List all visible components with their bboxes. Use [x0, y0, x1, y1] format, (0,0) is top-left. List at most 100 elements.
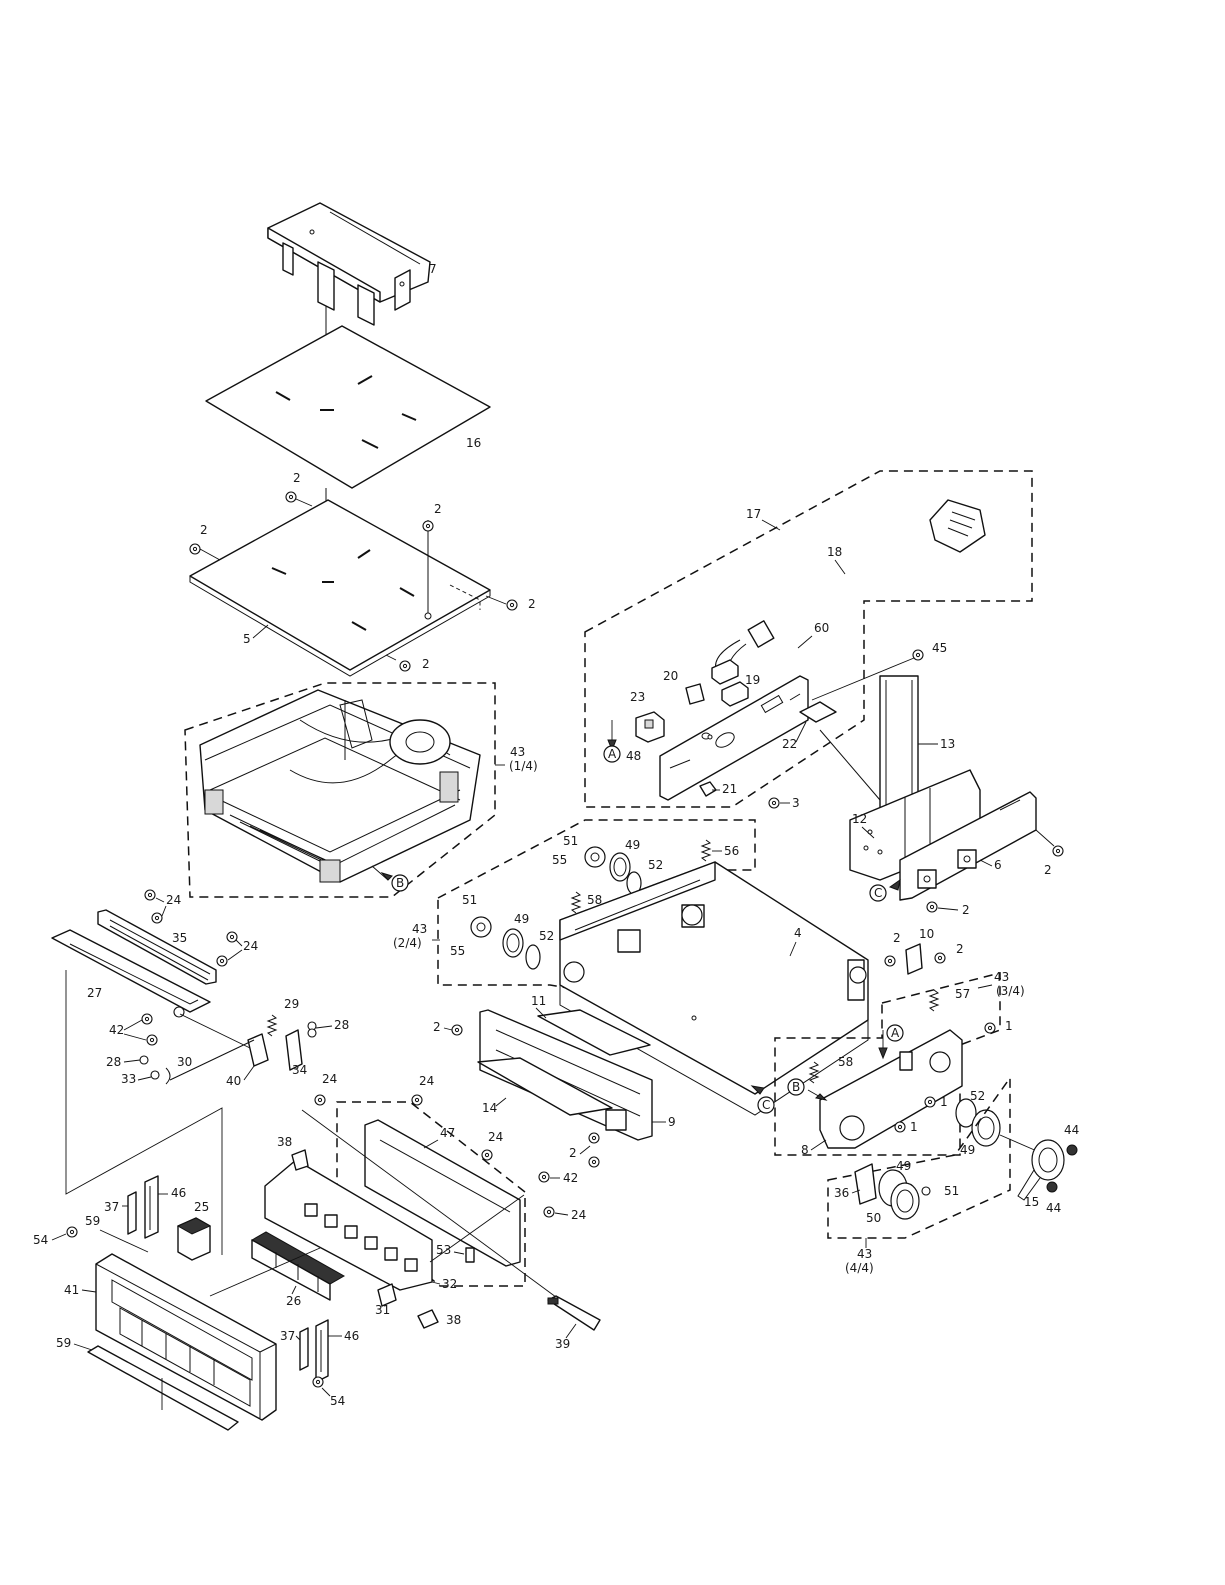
- callout-24: 24: [419, 1074, 434, 1088]
- callout-49: 49: [625, 838, 640, 852]
- callout-43-sub: (1/4): [509, 759, 538, 773]
- callout-48: 48: [626, 749, 641, 763]
- screw-2-plate-bottom: [399, 660, 411, 672]
- callout-33: 33: [121, 1072, 136, 1086]
- callout-52: 52: [648, 858, 663, 872]
- callout-16: 16: [466, 436, 481, 450]
- group-43-4-4-boundary: [827, 1075, 1011, 1239]
- spring-58-lower: [808, 1061, 820, 1084]
- side-piece-part-37-lower: [299, 1327, 309, 1371]
- callout-41: 41: [64, 1283, 79, 1297]
- callout-47: 47: [440, 1126, 455, 1140]
- clip-part-21: [699, 781, 717, 797]
- callout-49: 49: [514, 912, 529, 926]
- callout-A: A: [608, 747, 617, 761]
- callout-54: 54: [330, 1394, 345, 1408]
- callout-45: 45: [932, 641, 947, 655]
- callout-36: 36: [834, 1186, 849, 1200]
- callout-24: 24: [571, 1208, 586, 1222]
- callout-38: 38: [277, 1135, 292, 1149]
- screw-2-chassis-right: [884, 955, 896, 967]
- spring-part-30: [165, 1067, 171, 1085]
- callout-2: 2: [893, 931, 901, 945]
- guide-plate-part-27: [51, 929, 211, 1013]
- screw-24-bracket-b: [151, 912, 163, 924]
- callout-43: 43: [857, 1247, 872, 1261]
- callout-1: 1: [940, 1095, 948, 1109]
- side-piece-part-37-upper: [127, 1191, 137, 1235]
- screw-1-lower: [924, 1096, 936, 1108]
- callout-5: 5: [243, 632, 251, 646]
- callout-44: 44: [1046, 1201, 1061, 1215]
- callout-2: 2: [956, 942, 964, 956]
- callout-56: 56: [724, 844, 739, 858]
- screw-42-board: [538, 1171, 550, 1183]
- gear-set-43-4-4: [854, 1163, 931, 1220]
- callout-2: 2: [293, 471, 301, 485]
- callout-25: 25: [194, 1200, 209, 1214]
- label-part-38-upper: [291, 1149, 309, 1171]
- screw-42-left-a: [141, 1013, 153, 1025]
- connector-part-19: [711, 659, 749, 707]
- callout-50: 50: [866, 1211, 881, 1225]
- callout-53: 53: [436, 1243, 451, 1257]
- callout-A: A: [891, 1026, 900, 1040]
- callout-18: 18: [827, 545, 842, 559]
- wire-harness-part-18: [715, 499, 986, 679]
- callout-51: 51: [462, 893, 477, 907]
- callout-2: 2: [569, 1146, 577, 1160]
- callout-19: 19: [745, 673, 760, 687]
- panel-part-11: [537, 1009, 651, 1056]
- callout-2: 2: [1044, 863, 1052, 877]
- callout-31: 31: [375, 1303, 390, 1317]
- label-sheet-part-59: [87, 1345, 239, 1431]
- spring-58-upper: [570, 891, 582, 914]
- screw-45: [912, 649, 924, 661]
- screw-3: [768, 797, 780, 809]
- callout-30: 30: [177, 1055, 192, 1069]
- screw-2-plate-center: [422, 520, 434, 532]
- callout-17: 17: [746, 507, 761, 521]
- callout-43: 43: [412, 922, 427, 936]
- callout-54: 54: [33, 1233, 48, 1247]
- callout-3: 3: [792, 796, 800, 810]
- callout-2: 2: [433, 1020, 441, 1034]
- callout-44: 44: [1064, 1123, 1079, 1137]
- screw-54-right: [312, 1376, 324, 1388]
- callout-2: 2: [200, 523, 208, 537]
- callout-51: 51: [563, 834, 578, 848]
- callout-55: 55: [552, 853, 567, 867]
- screw-2-plate-top: [285, 491, 297, 503]
- callout-6: 6: [994, 858, 1002, 872]
- callout-32: 32: [442, 1277, 457, 1291]
- main-chassis-part-4: [559, 861, 869, 1116]
- callout-49: 49: [896, 1159, 911, 1173]
- callout-9: 9: [668, 1115, 676, 1129]
- callout-10: 10: [919, 927, 934, 941]
- screw-24-upper-b: [411, 1094, 423, 1106]
- screw-54-left: [66, 1226, 78, 1238]
- callout-2: 2: [962, 903, 970, 917]
- front-panel-part-41: [95, 1253, 277, 1421]
- callout-8: 8: [801, 1143, 809, 1157]
- callout-15: 15: [1024, 1195, 1039, 1209]
- callout-39: 39: [555, 1337, 570, 1351]
- callout-24: 24: [166, 893, 181, 907]
- callout-59: 59: [56, 1336, 71, 1350]
- gear-set-43-2-4: [470, 839, 712, 970]
- screw-24-bracket-a: [144, 889, 156, 901]
- callout-14: 14: [482, 1101, 497, 1115]
- callout-2: 2: [422, 657, 430, 671]
- callout-2: 2: [528, 597, 536, 611]
- screw-1-middle: [894, 1121, 906, 1133]
- knob-part-25: [176, 1217, 212, 1261]
- bottom-plate-part-5: [189, 499, 491, 677]
- screw-2-front-a: [588, 1132, 600, 1144]
- callout-2: 2: [434, 502, 442, 516]
- callout-28: 28: [106, 1055, 121, 1069]
- screw-33: [150, 1070, 160, 1080]
- screw-24-board-right: [543, 1206, 555, 1218]
- callout-7: 7: [429, 262, 437, 276]
- callout-37: 37: [104, 1200, 119, 1214]
- bracket-part-10: [905, 943, 923, 975]
